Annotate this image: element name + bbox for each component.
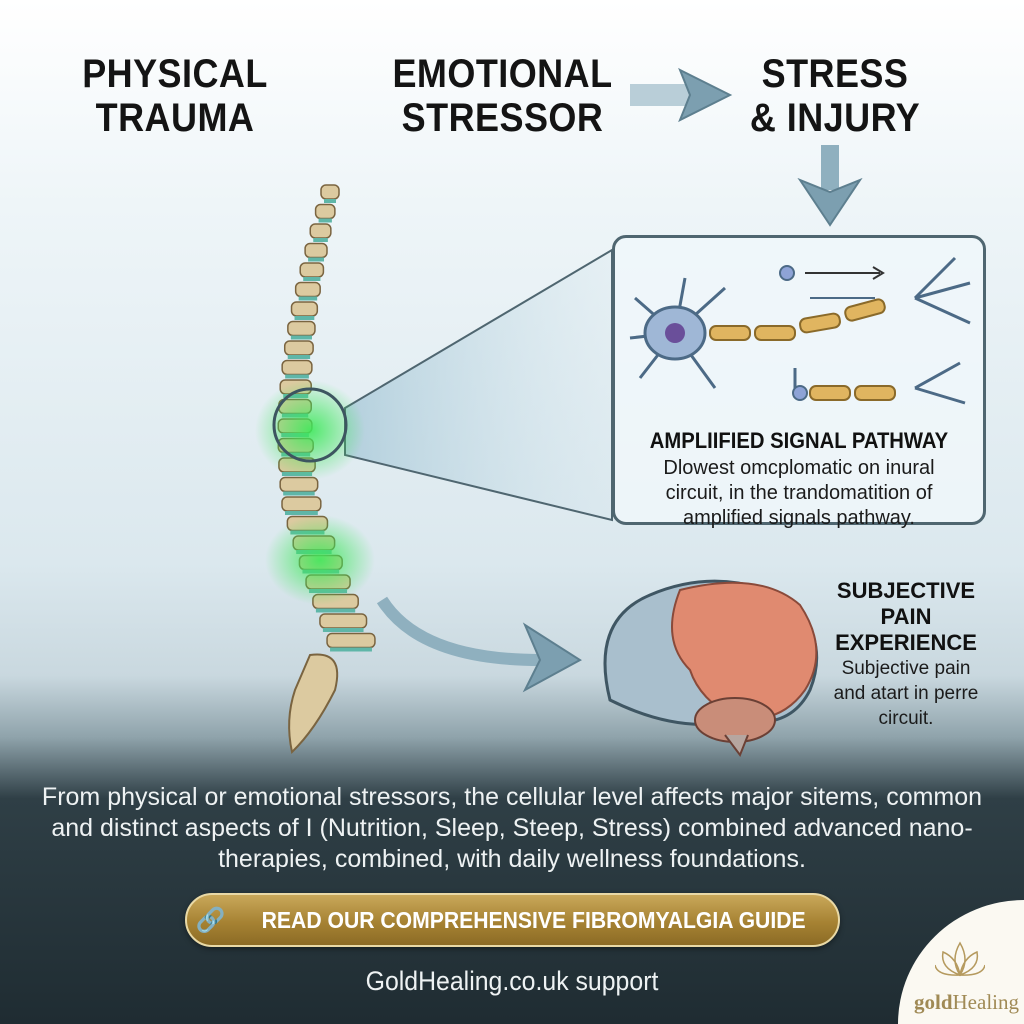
heading-physical-trauma: PHYSICAL TRAUMA (82, 52, 268, 140)
magnifier-circle (272, 387, 348, 463)
glow-upper (255, 380, 365, 480)
spinal-disc (315, 608, 356, 613)
spinal-disc (330, 647, 372, 652)
lotus-logo-icon (935, 941, 985, 977)
curved-arrow-icon (376, 596, 582, 693)
subjective-pain-title: SUBJECTIVE PAIN EXPERIENCE (835, 578, 977, 655)
vertebra (283, 340, 314, 356)
vertebra (304, 242, 328, 259)
fibromyalgia-guide-button[interactable]: 🔗 READ OUR COMPREHENSIVE FIBROMYALGIA GU… (185, 893, 840, 947)
vertebra (319, 613, 368, 629)
glow-lower (265, 515, 375, 605)
signal-pathway-panel: AMPLIIFIED SIGNAL PATHWAY Dlowest omcplo… (612, 235, 986, 529)
signal-pathway-title: AMPLIIFIED SIGNAL PATHWAY (649, 428, 949, 453)
vertebra (320, 184, 340, 200)
heading-emotional-stressor: EMOTIONAL STRESSOR (392, 52, 613, 140)
spinal-disc (322, 628, 364, 632)
arrow-down-icon (797, 145, 863, 227)
link-icon: 🔗 (195, 906, 226, 934)
vertebra (309, 223, 332, 239)
sacrum (288, 653, 339, 754)
brain-illustration (603, 579, 819, 758)
subjective-pain-text: Subjective pain and atart in perre circu… (833, 658, 979, 729)
arrow-right-icon (630, 67, 733, 123)
spinal-disc (294, 316, 315, 320)
logo-wordmark: goldHealing (914, 990, 1019, 1015)
spinal-disc (298, 296, 318, 301)
spinal-disc (285, 511, 318, 515)
heading-stress-injury: STRESS & INJURY (749, 52, 921, 140)
vertebra (281, 496, 322, 512)
logo-bold: gold (914, 990, 953, 1014)
zoom-beam (344, 248, 613, 522)
summary-paragraph: From physical or emotional stressors, th… (41, 783, 983, 873)
footer-site-text[interactable]: GoldHealing.co.uk support (365, 966, 659, 996)
vertebra (314, 203, 336, 220)
spinal-disc (287, 355, 311, 359)
spinal-disc (283, 491, 315, 496)
spinal-disc (308, 257, 325, 262)
vertebra (326, 632, 376, 649)
spinal-disc (324, 199, 336, 203)
spinal-disc (303, 277, 321, 281)
vertebra (299, 262, 325, 278)
logo-rest: Healing (952, 990, 1019, 1014)
signal-pathway-text: Dlowest omcplomatic on inural circuit, i… (663, 457, 935, 529)
spinal-disc (318, 218, 332, 223)
subjective-pain-block: SUBJECTIVE PAIN EXPERIENCE Subjective pa… (826, 578, 986, 731)
spinal-disc (313, 238, 328, 242)
vertebra (290, 301, 319, 317)
vertebra (281, 359, 313, 376)
vertebra (294, 281, 321, 298)
vertebra (287, 320, 316, 337)
neuron-illustration (629, 256, 971, 405)
spinal-disc (285, 374, 309, 379)
spinal-disc (290, 335, 312, 340)
guide-button-label: READ OUR COMPREHENSIVE FIBROMYALGIA GUID… (261, 906, 806, 933)
